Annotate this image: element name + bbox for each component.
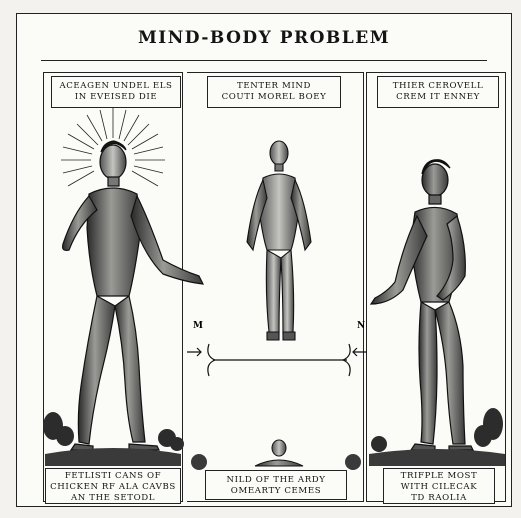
panel-right-bottom-label: TRIFPLE MOST WITH CILECAK TD RAOLIA <box>383 468 495 504</box>
bracket-connector <box>187 344 367 376</box>
illustration-sheet: MIND-BODY PROBLEM <box>16 13 512 507</box>
label-line: IN EVEISED DIE <box>52 92 180 103</box>
label-line: THIER CEROVELL <box>378 81 498 92</box>
shrubs-right <box>371 408 503 452</box>
label-line: TD RAOLIA <box>384 493 494 504</box>
panel-center-bottom-label: NILD OF THE ARDY OMEARTY CEMES <box>205 470 347 500</box>
label-line: COUTI MOREL BOEY <box>208 92 340 103</box>
label-line: AN THE SETODL <box>46 493 180 504</box>
figure-center <box>247 141 311 340</box>
ground-right <box>369 449 505 466</box>
panel-left-top-label: ACEAGEN UNDEL ELS IN EVEISED DIE <box>51 76 181 108</box>
shrubs-left <box>43 412 184 451</box>
figure-center-small <box>255 440 303 466</box>
marker-left: M <box>193 321 203 331</box>
label-line: ACEAGEN UNDEL ELS <box>52 81 180 92</box>
figure-left <box>63 141 203 450</box>
figure-right <box>371 160 473 450</box>
label-line: WITH CILECAK <box>384 482 494 493</box>
label-line: NILD OF THE ARDY <box>206 475 346 486</box>
panel-right-top-label: THIER CEROVELL CREM IT ENNEY <box>377 76 499 108</box>
label-line: CHICKEN RF ALA CAVBS <box>46 482 180 493</box>
panel-left-bottom-label: FETLISTI CANS OF CHICKEN RF ALA CAVBS AN… <box>45 468 181 504</box>
label-line: CREM IT ENNEY <box>378 92 498 103</box>
marker-right: N <box>357 321 365 331</box>
ground-left <box>45 448 181 466</box>
label-line: TENTER MIND <box>208 81 340 92</box>
label-line: TRIFPLE MOST <box>384 471 494 482</box>
label-line: FETLISTI CANS OF <box>46 471 180 482</box>
label-line: OMEARTY CEMES <box>206 486 346 497</box>
panel-center-top-label: TENTER MIND COUTI MOREL BOEY <box>207 76 341 108</box>
